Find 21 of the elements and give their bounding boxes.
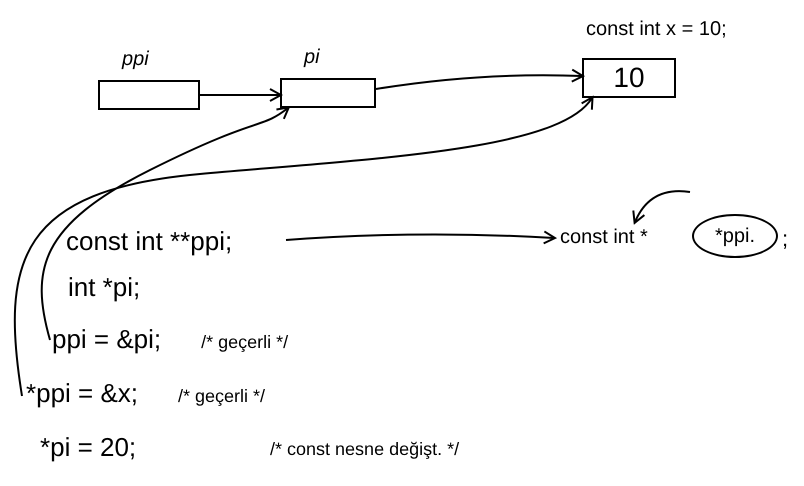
arrow <box>14 96 594 396</box>
code-text: const int **ppi; <box>66 225 232 258</box>
variable-box: 10 <box>582 58 676 98</box>
code-text: *ppi = &x; <box>26 377 138 410</box>
arrow <box>376 68 584 90</box>
circled-text: *ppi. <box>692 214 778 258</box>
box-label: pi <box>304 45 320 70</box>
arrow <box>200 88 282 102</box>
arrow <box>40 106 290 340</box>
code-comment: /* geçerli */ <box>201 331 288 354</box>
arrow <box>286 230 556 244</box>
declaration-text: const int x = 10; <box>586 17 727 42</box>
code-text: ; <box>782 225 788 253</box>
code-text: ppi = &pi; <box>52 323 162 356</box>
arrow <box>632 190 690 224</box>
code-text: const int * <box>560 225 648 250</box>
code-comment: /* const nesne değişt. */ <box>270 438 460 461</box>
code-text: int *pi; <box>68 271 140 304</box>
code-comment: /* geçerli */ <box>178 385 266 408</box>
code-text: *pi = 20; <box>40 431 136 464</box>
box-label: ppi <box>122 47 149 72</box>
